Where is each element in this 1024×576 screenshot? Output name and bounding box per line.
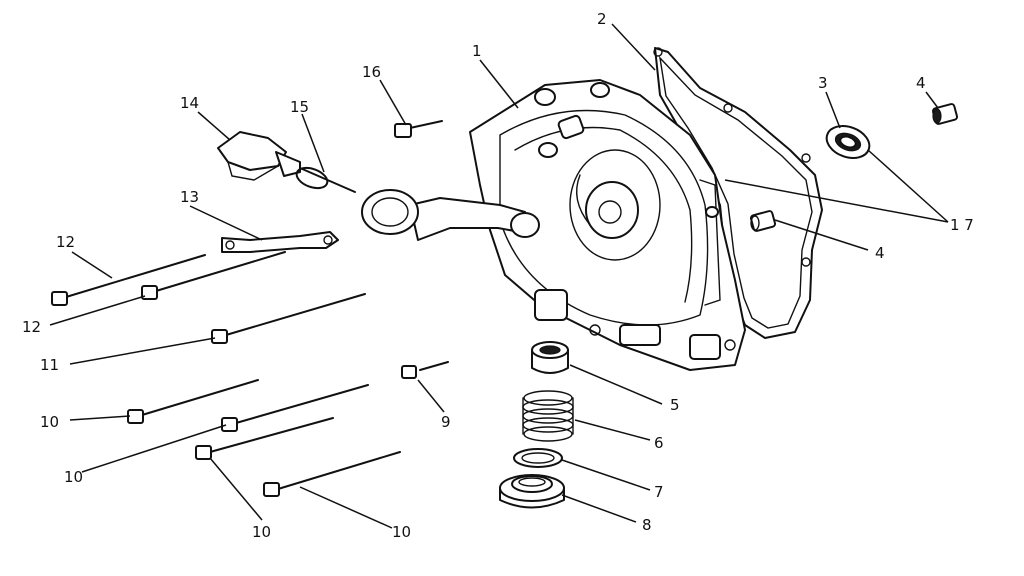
callout-10c: 10 [252, 523, 271, 541]
callout-16: 16 [362, 63, 381, 81]
cap [499, 474, 565, 509]
callout-11: 11 [40, 356, 59, 374]
callout-7: 7 [654, 483, 664, 501]
callout-4-top: 4 [916, 74, 926, 92]
long-bolt-10b [221, 384, 369, 432]
callout-8: 8 [642, 516, 652, 534]
long-bolt-10a [127, 379, 259, 424]
callout-10a: 10 [40, 413, 59, 431]
callout-13: 13 [180, 188, 199, 206]
callout-15: 15 [290, 98, 309, 116]
long-bolt-10d [263, 451, 401, 497]
callout-12a: 12 [56, 233, 75, 251]
callout-10b: 10 [64, 468, 83, 486]
callout-4-right: 4 [875, 244, 885, 262]
callout-9: 9 [441, 413, 451, 431]
callout-14: 14 [180, 94, 199, 112]
washer [513, 448, 563, 468]
callout-12b: 12 [22, 318, 41, 336]
long-bolt-12b [141, 251, 286, 300]
sleeve [531, 341, 569, 374]
callout-labels: 1 2 3 4 4 5 6 7 8 9 10 10 10 10 11 12 12… [22, 10, 974, 541]
small-bolt [401, 361, 449, 379]
oil-seal [825, 125, 871, 159]
callout-6: 6 [654, 434, 664, 452]
dowel-pin-right [749, 210, 777, 232]
long-bolt-11 [211, 293, 366, 344]
callout-2: 2 [597, 10, 607, 28]
callout-1: 1 [472, 42, 482, 60]
callout-10d: 10 [392, 523, 411, 541]
o-ring [295, 166, 329, 190]
small-bolt-top [394, 120, 443, 138]
dipstick-cap [217, 131, 356, 193]
bracket [221, 231, 339, 253]
callout-5: 5 [670, 396, 680, 414]
dowel-pin-top [931, 103, 959, 125]
leader-lines [49, 23, 949, 529]
long-bolt-10c [195, 417, 334, 460]
crankcase-cover [361, 79, 746, 371]
callout-3: 3 [818, 74, 828, 92]
spring [522, 390, 574, 442]
gasket-inner [658, 55, 813, 329]
long-bolt-12a [51, 254, 206, 306]
callout-17: 1 7 [950, 216, 974, 234]
